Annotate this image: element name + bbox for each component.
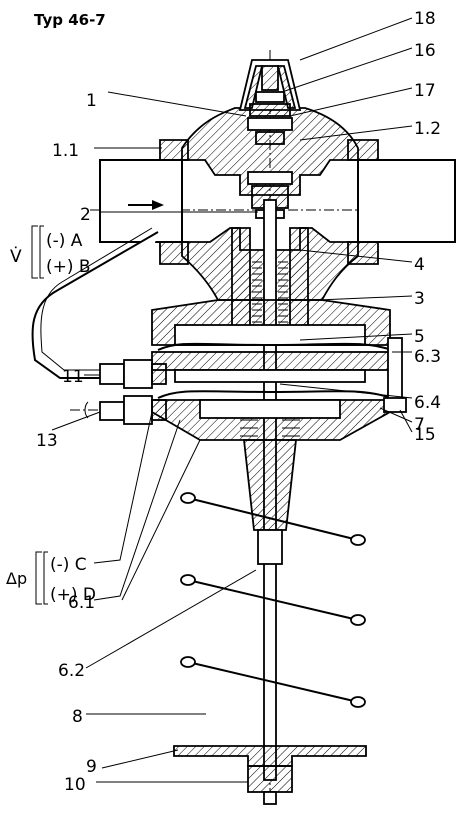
middle-partition — [151, 351, 391, 383]
leader-16 — [281, 47, 413, 93]
connection-brackets — [31, 225, 48, 605]
connection-b-label: (+) B — [46, 257, 91, 277]
callout-5: 5 — [414, 327, 425, 347]
housing-bolt — [383, 337, 407, 413]
leader-13 — [51, 411, 101, 431]
callout-1-2: 1.2 — [414, 119, 441, 139]
leader-17 — [289, 87, 413, 117]
outlet-pipe — [347, 139, 456, 265]
callout-1-1: 1.1 — [52, 141, 79, 161]
callout-18: 18 — [414, 9, 436, 29]
connection-c-label: (-) C — [50, 555, 87, 575]
leader-6-4 — [279, 383, 413, 399]
fitting-11 — [99, 359, 167, 389]
flow-symbol: V̇ — [10, 246, 22, 267]
callout-9: 9 — [86, 757, 97, 777]
callout-13: 13 — [36, 431, 58, 451]
callout-2: 2 — [80, 205, 91, 225]
leader-1-2 — [299, 125, 413, 141]
dp-symbol: Δp — [6, 569, 27, 588]
spring-plate — [173, 745, 367, 805]
leader-4 — [299, 249, 413, 263]
bracket-dp — [35, 551, 42, 605]
callout-3: 3 — [414, 289, 425, 309]
figure-title: Typ 46-7 — [34, 11, 106, 29]
connection-d-label: (+) D — [50, 585, 96, 605]
fitting-13 — [70, 395, 167, 425]
callout-6-2: 6.2 — [58, 661, 85, 681]
leader-5 — [299, 333, 413, 341]
callout-6-3: 6.3 — [414, 347, 441, 367]
callout-6-4: 6.4 — [414, 393, 441, 413]
setpoint-spring — [180, 492, 366, 708]
leader-6-2 — [85, 569, 257, 669]
leader-d — [93, 419, 181, 601]
bracket-flow — [31, 225, 38, 279]
top-cap — [238, 59, 302, 145]
leader-9 — [101, 749, 179, 769]
callout-6-1: 6.1 — [68, 593, 95, 613]
leader-6-1 — [121, 439, 201, 601]
callout-1: 1 — [86, 91, 97, 111]
leader-15 — [399, 409, 413, 433]
leader-1 — [107, 91, 247, 117]
callout-15: 15 — [414, 425, 436, 445]
callout-4: 4 — [414, 255, 425, 275]
leader-lines — [51, 17, 413, 783]
leader-7 — [379, 407, 413, 423]
leader-18 — [299, 17, 413, 61]
leader-3 — [317, 295, 413, 301]
connection-a-label: (-) A — [46, 231, 83, 251]
callout-7: 7 — [414, 415, 425, 435]
callout-10: 10 — [64, 775, 86, 795]
leader-c — [93, 411, 153, 564]
flow-arrow — [128, 200, 164, 210]
callout-8: 8 — [72, 707, 83, 727]
control-line — [31, 227, 159, 379]
callout-17: 17 — [414, 81, 436, 101]
callout-11: 11 — [62, 367, 84, 387]
callout-16: 16 — [414, 41, 436, 61]
lower-yoke — [242, 439, 298, 565]
upper-diaphragm-case — [151, 299, 393, 351]
